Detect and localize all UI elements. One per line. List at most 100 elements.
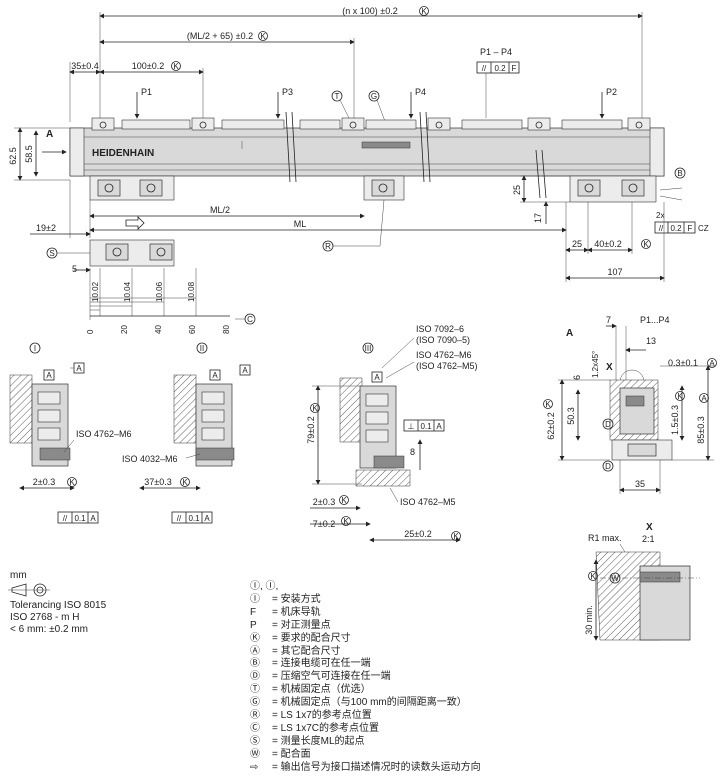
- svg-text:25±0.2: 25±0.2: [404, 529, 431, 539]
- legend-text: = 其它配合尺寸: [272, 645, 341, 657]
- svg-text:2±0.3: 2±0.3: [313, 497, 335, 507]
- legend-item: Ⓖ= 机械固定点（与100 mm的间隔距离一致）: [250, 696, 467, 709]
- legend-symbol: Ⓓ: [250, 671, 260, 683]
- svg-text:13: 13: [646, 336, 656, 346]
- legend-symbol: Ⓒ: [250, 722, 260, 734]
- height-total: 62.5: [8, 147, 18, 165]
- legend-item: Ⓐ= 其它配合尺寸: [250, 645, 341, 658]
- svg-text:F: F: [512, 64, 517, 73]
- pitch-dim: 100±0.2: [132, 61, 164, 71]
- svg-text:II: II: [200, 344, 204, 353]
- svg-text:D: D: [605, 462, 611, 471]
- section-a: A 7 P1...P4 13 6 1.2x45° 0.3±0.1 A X D D…: [543, 315, 717, 494]
- svg-text:A: A: [212, 371, 218, 380]
- svg-text://: //: [177, 514, 182, 523]
- svg-text:A: A: [701, 394, 707, 403]
- points-group: P1 – P4: [480, 47, 512, 57]
- legend-item: Ⓡ = LS 1x7的参考点位置: [250, 709, 372, 722]
- ref-scale-label: 80: [222, 325, 231, 334]
- svg-text:A: A: [436, 422, 442, 431]
- svg-text:35: 35: [635, 479, 645, 489]
- legend-item: ⇨= 输出信号为接口描述情况时的读数头运动方向: [250, 761, 481, 774]
- legend-item: Ⓓ= 压缩空气可连接在任一端: [250, 670, 391, 683]
- svg-text:ISO 7092–6: ISO 7092–6: [416, 324, 464, 334]
- svg-text:2±0.3: 2±0.3: [33, 477, 55, 487]
- svg-text:B: B: [677, 169, 682, 178]
- legend-item: Ⓘ= 安装方式: [250, 593, 321, 606]
- svg-text:K: K: [677, 392, 683, 401]
- svg-text:G: G: [371, 92, 377, 101]
- main-view: (n x 100) ±0.2 K (ML/2 + 65) ±0.2 K 35±0…: [8, 6, 709, 334]
- legend-item: F= 机床导轨: [250, 606, 321, 619]
- svg-text:R: R: [325, 242, 331, 251]
- legend-item: Ⓘ, Ⓘ,: [250, 580, 278, 593]
- half-plus-dimension: (ML/2 + 65) ±0.2: [187, 31, 253, 41]
- svg-text:0.1: 0.1: [74, 514, 86, 523]
- svg-text:ISO 4032–M6: ISO 4032–M6: [122, 454, 178, 464]
- legend-text: = 要求的配合尺寸: [272, 632, 351, 644]
- mounting-iii: III ISO 7092–6 (ISO 7090–5) ISO 4762–M6 …: [306, 324, 478, 543]
- unit: mm: [10, 570, 27, 581]
- p2-label: P2: [606, 87, 617, 97]
- svg-text:III: III: [365, 344, 372, 353]
- svg-text:7±0.2: 7±0.2: [313, 519, 335, 529]
- legend-symbol: Ⓡ: [250, 710, 260, 721]
- svg-text:K: K: [173, 62, 179, 71]
- svg-text:⊥: ⊥: [408, 422, 415, 431]
- legend-text: = LS 1x7的参考点位置: [272, 710, 372, 721]
- legend-text: = 测量长度ML的起点: [272, 735, 365, 747]
- legend-text: = 配合面: [272, 748, 311, 760]
- svg-text://: //: [482, 64, 487, 73]
- svg-text:25: 25: [572, 239, 582, 249]
- svg-text:ISO 4762–M6: ISO 4762–M6: [416, 350, 472, 360]
- start-offset-dim: 35±0.4: [71, 61, 98, 71]
- legend-item: Ⓑ= 连接电缆可在任一端: [250, 657, 371, 670]
- legend-symbol: Ⓖ: [250, 697, 260, 709]
- svg-text:K: K: [343, 517, 349, 526]
- svg-text:K: K: [590, 572, 596, 581]
- svg-text:30 min.: 30 min.: [584, 605, 594, 635]
- svg-text:K: K: [545, 400, 551, 409]
- svg-text:37±0.3: 37±0.3: [144, 477, 171, 487]
- half-length-dim: ML/2: [210, 205, 230, 215]
- measuring-length-dim: ML: [294, 219, 307, 229]
- svg-text:(ISO 4762–M5): (ISO 4762–M5): [416, 361, 478, 371]
- legend-item: Ⓣ= 机械固定点（优选）: [250, 683, 371, 696]
- svg-text:62±0.2: 62±0.2: [546, 412, 556, 439]
- legend-symbol: Ⓘ: [250, 593, 260, 605]
- svg-text:A: A: [566, 328, 573, 339]
- svg-text:D: D: [605, 420, 611, 429]
- svg-text:ISO 4762–M5: ISO 4762–M5: [400, 497, 456, 507]
- legend-item: Ⓦ= 配合面: [250, 748, 311, 761]
- svg-text:(ISO 7090–5): (ISO 7090–5): [416, 335, 470, 345]
- svg-text:K: K: [341, 496, 347, 505]
- svg-text:S: S: [49, 249, 54, 258]
- svg-text:79±0.2: 79±0.2: [306, 416, 316, 443]
- legend-symbol: Ⓑ: [250, 658, 260, 670]
- svg-text:0.1: 0.1: [420, 422, 432, 431]
- svg-text:25: 25: [512, 185, 522, 195]
- svg-text:8: 8: [410, 447, 415, 457]
- scale-housing: [69, 127, 665, 177]
- ref-scale-label: 20: [120, 325, 129, 334]
- p4-label: P4: [415, 87, 426, 97]
- svg-text:0.2: 0.2: [494, 64, 506, 73]
- svg-text:2:1: 2:1: [642, 534, 655, 544]
- mounting-tabs: [91, 117, 651, 131]
- svg-text:R1 max.: R1 max.: [588, 533, 622, 543]
- svg-text:K: K: [312, 404, 318, 413]
- svg-text:K: K: [453, 532, 459, 541]
- svg-text:50.3: 50.3: [566, 407, 576, 425]
- mounting-i: I A A ISO 4762–M6 2±0.3 K // 0.1 A: [9, 342, 132, 524]
- detail-x: X 2:1 R1 max. W 30 min. K: [584, 522, 700, 641]
- view-a-label: A: [46, 129, 53, 140]
- legend-text: = 机械固定点（优选）: [272, 684, 371, 696]
- legend-symbol: Ⓢ: [250, 735, 260, 747]
- tolerancing-line1: Tolerancing ISO 8015: [10, 600, 107, 611]
- svg-text:ISO 4762–M6: ISO 4762–M6: [76, 429, 132, 439]
- svg-text:17: 17: [533, 213, 543, 223]
- svg-text:I: I: [34, 344, 36, 353]
- ref-scale-label: 0: [86, 329, 95, 334]
- legend-item: Ⓚ= 要求的配合尺寸: [250, 632, 351, 645]
